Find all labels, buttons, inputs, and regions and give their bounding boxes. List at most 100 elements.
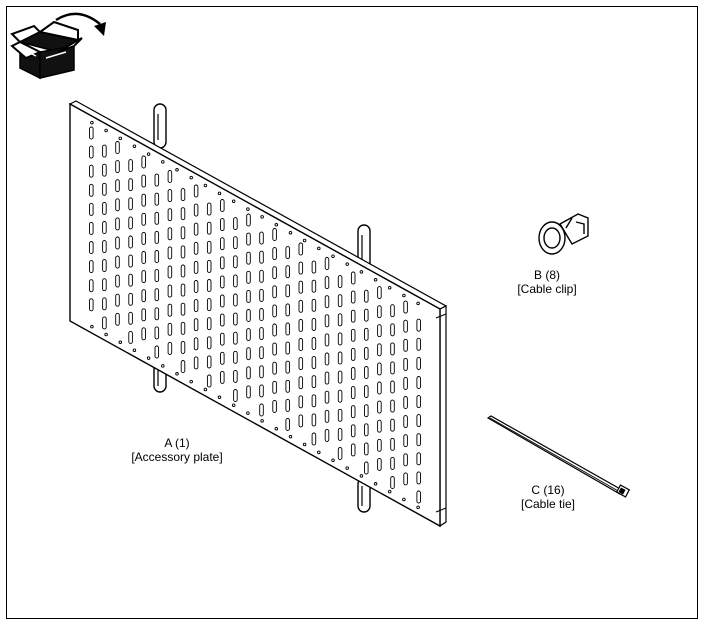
plate-slot bbox=[416, 376, 421, 389]
plate-slot bbox=[193, 241, 199, 255]
plate-slot bbox=[180, 264, 186, 278]
plate-slot bbox=[377, 438, 382, 452]
plate-slot bbox=[102, 201, 107, 215]
plate-slot bbox=[259, 384, 264, 398]
plate-slot bbox=[154, 192, 160, 206]
plate-slot bbox=[350, 424, 356, 438]
plate-slot bbox=[337, 427, 343, 441]
plate-hole bbox=[302, 442, 307, 447]
plate-slot bbox=[102, 221, 107, 234]
plate-slot bbox=[233, 331, 238, 345]
plate-hole bbox=[132, 348, 137, 352]
plate-slot bbox=[324, 333, 330, 347]
plate-slot bbox=[298, 242, 304, 256]
plate-slot bbox=[154, 269, 160, 283]
plate-slot bbox=[324, 276, 330, 290]
plate-slot bbox=[180, 226, 186, 240]
plate-slot bbox=[285, 265, 290, 279]
plate-slot bbox=[154, 307, 160, 321]
plate-slot bbox=[180, 321, 186, 335]
plate-face bbox=[69, 102, 441, 528]
plate-slot bbox=[128, 330, 133, 344]
plate-slot bbox=[298, 376, 304, 390]
plate-slot bbox=[259, 346, 264, 360]
plate-slot bbox=[377, 419, 382, 433]
plate-slot bbox=[298, 261, 304, 275]
plate-slot bbox=[220, 351, 225, 365]
plate-slot bbox=[220, 275, 225, 289]
plate-slot bbox=[285, 284, 290, 298]
plate-slot bbox=[350, 386, 356, 400]
plate-slot bbox=[154, 211, 160, 225]
plate-slot bbox=[311, 279, 317, 293]
plate-slot bbox=[350, 290, 356, 304]
plate-slot bbox=[337, 389, 343, 403]
plate-slot bbox=[206, 279, 212, 292]
plate-slot bbox=[311, 317, 317, 331]
plate-hole bbox=[317, 450, 321, 455]
plate-slot bbox=[403, 453, 408, 467]
plate-hole bbox=[161, 160, 165, 164]
plate-slot bbox=[167, 208, 173, 222]
plate-slot bbox=[180, 340, 186, 354]
part-c-code: C (16) bbox=[531, 483, 565, 497]
plate-slot bbox=[377, 362, 382, 376]
plate-slot bbox=[246, 232, 251, 246]
part-b-code: B (8) bbox=[533, 268, 560, 282]
plate-slot bbox=[416, 490, 421, 504]
plate-hole bbox=[359, 270, 364, 274]
plate-slot bbox=[324, 428, 330, 442]
plate-slot bbox=[403, 319, 408, 333]
plate-slot bbox=[272, 323, 277, 337]
plate-slot bbox=[206, 317, 212, 331]
plate-slot bbox=[350, 328, 356, 342]
plate-hole bbox=[231, 199, 236, 203]
plate-slot bbox=[272, 285, 277, 299]
plate-slot bbox=[167, 341, 173, 355]
plate-slot bbox=[285, 322, 290, 336]
plate-slot bbox=[115, 198, 120, 212]
plate-slot bbox=[364, 366, 369, 379]
plate-slot bbox=[115, 293, 120, 307]
plate-hole bbox=[387, 285, 392, 290]
plate-slot bbox=[337, 313, 343, 327]
plate-slot bbox=[128, 197, 133, 211]
plate-slot bbox=[403, 357, 408, 371]
plate-slot bbox=[233, 312, 238, 326]
plate-slot bbox=[285, 246, 290, 260]
plate-hole bbox=[217, 395, 222, 400]
plate-hole bbox=[90, 120, 94, 125]
plate-hole bbox=[260, 419, 264, 423]
plate-slot bbox=[167, 284, 173, 298]
plate-slot bbox=[102, 240, 107, 254]
plate-slot bbox=[259, 269, 264, 283]
cable-tie bbox=[486, 415, 631, 498]
plate-slot bbox=[141, 193, 146, 207]
plate-slot bbox=[390, 342, 395, 356]
plate-slot bbox=[233, 236, 238, 250]
plate-slot bbox=[89, 164, 94, 178]
plate-slot bbox=[285, 341, 290, 355]
plate-slot bbox=[364, 385, 369, 399]
plate-slot bbox=[364, 346, 369, 360]
plate-slot bbox=[233, 255, 238, 269]
plate-slot bbox=[180, 302, 186, 316]
plate-slot bbox=[390, 437, 395, 451]
plate-hole bbox=[331, 254, 335, 258]
plate-slot bbox=[311, 432, 317, 446]
plate-hole bbox=[118, 136, 123, 141]
plate-slot bbox=[128, 311, 133, 325]
plate-slot bbox=[390, 418, 395, 432]
plate-slot bbox=[390, 399, 395, 413]
plate-slot bbox=[154, 288, 160, 302]
plate-slot bbox=[377, 343, 382, 357]
plate-slot bbox=[206, 374, 212, 388]
plate-slot bbox=[377, 324, 382, 338]
plate-slot bbox=[141, 251, 146, 264]
plate-slot bbox=[298, 357, 304, 371]
plate-slot bbox=[220, 332, 225, 346]
plate-slot bbox=[416, 318, 421, 332]
mounting-tab bbox=[153, 103, 371, 513]
plate-slot bbox=[206, 298, 212, 312]
plate-slot bbox=[337, 275, 343, 289]
